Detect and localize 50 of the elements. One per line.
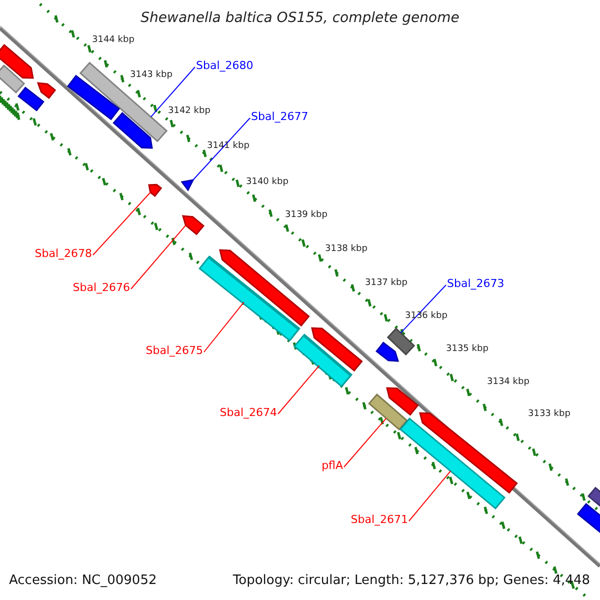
scale-label: 3137 kbp (365, 279, 408, 288)
gene-label: pflA (322, 460, 343, 471)
gene-block (148, 184, 162, 197)
leader-line (192, 118, 250, 180)
scale-label: 3143 kbp (130, 71, 172, 80)
gene-block (36, 82, 56, 99)
gene-label: Sbal_2671 (350, 514, 408, 525)
gene-block (576, 502, 600, 534)
footer-text: Topology: circular; Length: 5,127,376 bp; Genes: 4,448 (232, 574, 590, 587)
scale-label: 3138 kbp (325, 245, 368, 254)
gene-block (386, 387, 419, 416)
gene-label: Sbal_2678 (34, 248, 92, 259)
gene-label: Sbal_2673 (447, 278, 504, 289)
leader-line (408, 470, 452, 522)
gene-block (0, 64, 26, 94)
gene-block (311, 327, 363, 372)
gene-block (219, 249, 310, 327)
scale-label: 3142 kbp (168, 107, 210, 116)
gene-block (587, 486, 600, 508)
leader-line (344, 418, 387, 468)
gene-block (0, 44, 34, 79)
scale-label: 3144 kbp (92, 36, 134, 45)
gene-block (182, 215, 205, 236)
gene-block (18, 86, 44, 112)
leader-line (130, 224, 186, 290)
gene-block (376, 342, 400, 362)
gene-label: Sbal_2674 (220, 407, 277, 418)
scale-label: 3133 kbp (528, 410, 570, 419)
title: Shewanella baltica OS155, complete genome (140, 11, 460, 25)
scale-label: 3139 kbp (285, 211, 328, 220)
leader-line (92, 192, 151, 256)
gene-block (112, 112, 153, 149)
gene-label: Sbal_2675 (146, 345, 203, 356)
gene-block (386, 328, 416, 356)
scale-label: 3135 kbp (446, 345, 488, 354)
gene-block (180, 179, 194, 192)
gene-label: Sbal_2677 (251, 111, 308, 122)
gene-block (399, 418, 506, 510)
gene-block (66, 74, 120, 120)
gene-label: Sbal_2676 (72, 282, 130, 293)
leader-line (278, 365, 320, 414)
leader-line (400, 284, 446, 334)
footer-text: Accession: NC_009052 (9, 574, 157, 587)
leader-line (204, 302, 244, 352)
scale-label: 3140 kbp (246, 178, 288, 187)
gene-label: Sbal_2680 (196, 60, 254, 71)
gene-block (419, 412, 518, 494)
scale-label: 3134 kbp (487, 378, 530, 387)
leader-line (150, 66, 196, 118)
gene-block (368, 393, 408, 431)
